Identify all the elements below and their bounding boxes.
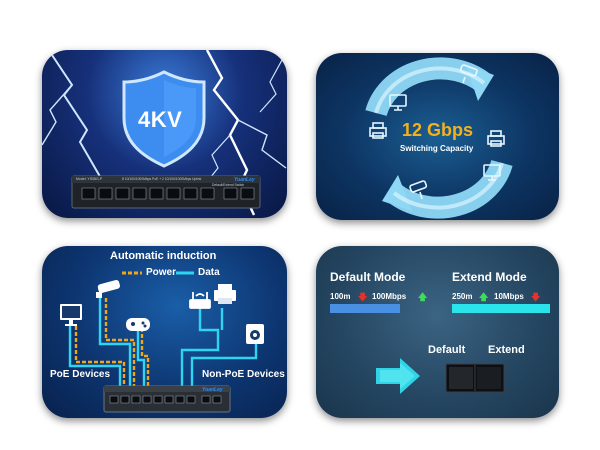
- power-cables: [74, 298, 150, 386]
- printer-icon: [487, 130, 505, 147]
- camera-icon: [96, 279, 120, 298]
- router-icon: [189, 292, 211, 309]
- default-speed: 100Mbps: [372, 292, 407, 301]
- legend-data-label: Data: [198, 267, 220, 278]
- ethernet-port: [149, 187, 164, 200]
- up-arrow-icon: 🡅: [479, 292, 489, 302]
- monitor-icon: [483, 164, 501, 181]
- default-distance: 100m: [330, 292, 351, 301]
- surge-scene: [42, 50, 287, 216]
- automatic-induction-panel: Automatic induction Power Data PoE Devic…: [42, 246, 287, 418]
- camera-icon: [459, 64, 478, 84]
- ethernet-port: [109, 395, 119, 404]
- surge-protection-panel: 4KV Model: YS08G-P 8 10/100/1000Mbps PoE…: [42, 50, 287, 218]
- ethernet-port: [142, 395, 152, 404]
- ethernet-port: [186, 395, 196, 404]
- ethernet-port: [223, 187, 238, 200]
- ethernet-port: [120, 395, 130, 404]
- lightning-bolt: [42, 84, 73, 146]
- ethernet-port: [240, 187, 255, 200]
- induction-title: Automatic induction: [110, 250, 217, 262]
- switch-brand-logo: YuanLey: [234, 177, 255, 183]
- ethernet-port: [201, 395, 211, 404]
- switch-extend-text: Default/Extend Switch: [212, 183, 245, 187]
- capacity-scene: [365, 57, 513, 219]
- extend-speed: 10Mbps: [494, 292, 524, 301]
- ethernet-port: [175, 395, 185, 404]
- printer-icon: [214, 284, 236, 304]
- monitor-icon: [389, 94, 407, 111]
- switch-extend-label: Extend: [488, 344, 525, 356]
- ethernet-port: [164, 395, 174, 404]
- ethernet-port: [153, 395, 163, 404]
- switch-model-text: Model: YS08G-P: [76, 177, 103, 181]
- data-cables: [68, 298, 258, 386]
- poe-devices-label: PoE Devices: [50, 369, 111, 380]
- lightning-bolt: [237, 119, 287, 169]
- induction-scene: [60, 271, 264, 413]
- ethernet-port: [81, 187, 96, 200]
- extend-mode-bar: [452, 304, 550, 313]
- capacity-caption: Switching Capacity: [400, 144, 474, 153]
- ethernet-port: [212, 395, 222, 404]
- up-arrow-icon: 🡅: [418, 292, 428, 302]
- switch-ports: [81, 187, 255, 200]
- ethernet-port: [166, 187, 181, 200]
- printer-icon: [369, 122, 387, 139]
- extend-distance: 250m: [452, 292, 473, 301]
- lightning-bolt: [51, 54, 103, 181]
- default-mode-bar: [330, 304, 400, 313]
- non-poe-devices-label: Non-PoE Devices: [202, 369, 285, 380]
- ethernet-port: [131, 395, 141, 404]
- switch-brand-logo: YuanLey: [202, 387, 223, 393]
- legend-power-label: Power: [146, 267, 177, 278]
- speaker-icon: [246, 324, 264, 344]
- switch-spec-text: 8 10/100/1000Mbps PoE + 2 10/100/1000Mbp…: [122, 177, 202, 181]
- extend-mode-title: Extend Mode: [452, 270, 527, 284]
- switching-capacity-panel: 12 Gbps Switching Capacity: [316, 53, 559, 220]
- ethernet-port: [115, 187, 130, 200]
- ethernet-port: [200, 187, 215, 200]
- shield-icon: [122, 70, 206, 168]
- ethernet-port: [183, 187, 198, 200]
- default-mode-title: Default Mode: [330, 270, 406, 284]
- capacity-speed: 12 Gbps: [402, 120, 474, 140]
- mode-panel: Default Mode Extend Mode 100m 🡇 100Mbps …: [316, 246, 559, 418]
- ethernet-port: [132, 187, 147, 200]
- lightning-bolt: [259, 59, 283, 113]
- switch-default-label: Default: [428, 344, 466, 356]
- switch-ports: [109, 395, 222, 404]
- monitor-icon: [60, 304, 82, 326]
- shield-label: 4KV: [138, 107, 183, 132]
- down-arrow-icon: 🡇: [531, 292, 541, 302]
- ethernet-port: [98, 187, 113, 200]
- down-arrow-icon: 🡇: [358, 292, 368, 302]
- camera-icon: [409, 180, 428, 200]
- mode-scene: [330, 304, 550, 394]
- gamepad-icon: [126, 318, 150, 331]
